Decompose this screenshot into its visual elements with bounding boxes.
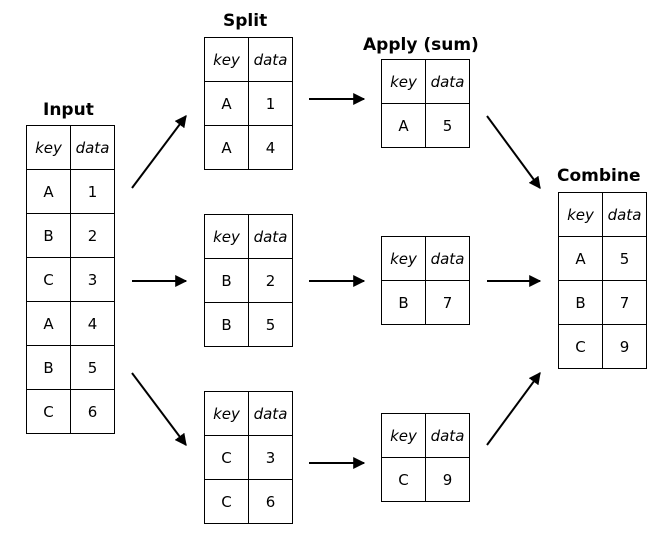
- data-cell: 5: [70, 345, 115, 390]
- data-header: data: [248, 391, 293, 436]
- data-cell: 5: [425, 103, 470, 148]
- header-row: key data: [204, 214, 293, 259]
- header-row: key data: [204, 391, 293, 436]
- data-header: data: [248, 214, 293, 259]
- arrow-input-to-split-a: [131, 115, 187, 189]
- data-header: data: [248, 37, 293, 82]
- key-cell: C: [26, 389, 71, 434]
- header-row: key data: [558, 192, 647, 237]
- key-cell: A: [381, 103, 426, 148]
- key-cell: C: [204, 479, 249, 524]
- arrow-input-to-split-c: [131, 372, 187, 446]
- data-header: data: [425, 413, 470, 458]
- data-cell: 1: [70, 169, 115, 214]
- split-title: Split: [223, 11, 268, 31]
- key-cell: B: [204, 302, 249, 347]
- data-cell: 7: [425, 280, 470, 325]
- key-cell: C: [558, 324, 603, 369]
- apply-title: Apply (sum): [363, 35, 479, 55]
- data-cell: 5: [248, 302, 293, 347]
- arrow-apply-c-to-combine: [486, 372, 541, 446]
- key-cell: B: [558, 280, 603, 325]
- data-cell: 3: [70, 257, 115, 302]
- data-header: data: [425, 59, 470, 104]
- key-cell: B: [26, 345, 71, 390]
- key-header: key: [204, 214, 249, 259]
- header-row: key data: [381, 59, 470, 104]
- data-cell: 3: [248, 435, 293, 480]
- data-cell: 5: [602, 236, 647, 281]
- key-header: key: [558, 192, 603, 237]
- key-header: key: [26, 125, 71, 170]
- data-cell: 6: [248, 479, 293, 524]
- data-cell: 9: [425, 457, 470, 502]
- combine-title: Combine: [557, 166, 641, 186]
- header-row: key data: [381, 236, 470, 281]
- data-cell: 1: [248, 81, 293, 126]
- key-cell: A: [204, 125, 249, 170]
- arrow-apply-a-to-combine: [486, 115, 541, 189]
- key-cell: A: [26, 169, 71, 214]
- key-cell: B: [204, 258, 249, 303]
- data-cell: 2: [248, 258, 293, 303]
- key-header: key: [204, 37, 249, 82]
- header-row: key data: [381, 413, 470, 458]
- header-row: key data: [204, 37, 293, 82]
- data-cell: 6: [70, 389, 115, 434]
- key-cell: B: [381, 280, 426, 325]
- key-cell: C: [381, 457, 426, 502]
- key-header: key: [381, 59, 426, 104]
- key-header: key: [381, 413, 426, 458]
- input-title: Input: [43, 100, 94, 120]
- data-header: data: [425, 236, 470, 281]
- data-cell: 9: [602, 324, 647, 369]
- key-header: key: [381, 236, 426, 281]
- key-header: key: [204, 391, 249, 436]
- data-cell: 4: [248, 125, 293, 170]
- data-cell: 7: [602, 280, 647, 325]
- data-header: data: [602, 192, 647, 237]
